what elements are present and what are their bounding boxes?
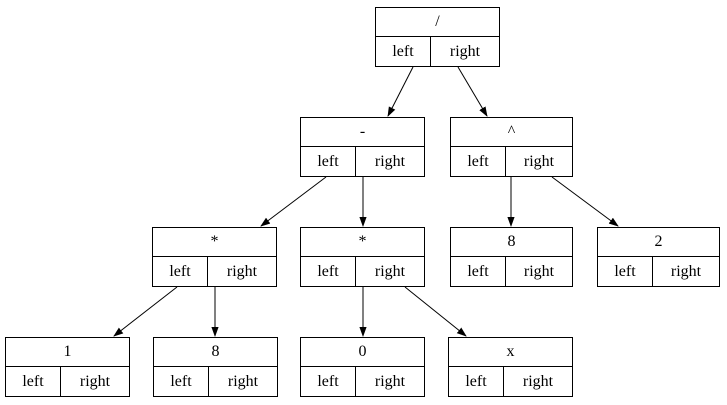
tree-node-divide: / left right [375, 7, 500, 67]
node-right-port-label: right [79, 372, 111, 390]
node-ports-row: left right [6, 367, 129, 396]
node-right-port-label: right [670, 262, 702, 280]
node-ports-row: left right [598, 257, 719, 286]
node-left-port-label: left [6, 367, 61, 396]
edge-divide-right-to-power [457, 66, 488, 117]
node-left-port-label: left [301, 367, 356, 396]
node-left-port-label: left [451, 257, 506, 286]
node-ports-row: left right [451, 257, 572, 286]
node-value-label: 0 [301, 338, 424, 367]
edge-times-2-right-to-var-x [404, 286, 467, 337]
edge-divide-left-to-minus [387, 66, 414, 117]
tree-node-times-2: * left right [300, 227, 425, 287]
node-left-port-label: left [598, 257, 653, 286]
node-left-port-label: left [376, 37, 431, 66]
node-value-label: ^ [451, 118, 572, 147]
node-ports-row: left right [449, 367, 572, 396]
node-ports-row: left right [154, 367, 277, 396]
node-ports-row: left right [301, 367, 424, 396]
node-left-port-label: left [301, 257, 356, 286]
node-right-port-label: right [227, 372, 259, 390]
tree-node-zero: 0 left right [300, 337, 425, 397]
node-left-port-label: left [449, 367, 504, 396]
tree-node-times-1: * left right [152, 227, 277, 287]
node-left-port-label: left [153, 257, 208, 286]
node-value-label: x [449, 338, 572, 367]
node-value-label: 1 [6, 338, 129, 367]
node-value-label: - [301, 118, 424, 147]
tree-node-eight-2: 8 left right [153, 337, 278, 397]
node-right-port-label: right [523, 152, 555, 170]
edge-times-1-left-to-one [113, 286, 178, 337]
node-ports-row: left right [301, 147, 424, 176]
node-value-label: * [153, 228, 276, 257]
node-value-label: 8 [451, 228, 572, 257]
edge-minus-left-to-times-1 [260, 176, 327, 227]
tree-node-eight-1: 8 left right [450, 227, 573, 287]
edge-power-right-to-two [551, 176, 619, 227]
node-left-port-label: left [451, 147, 506, 176]
node-ports-row: left right [451, 147, 572, 176]
node-right-port-label: right [226, 262, 258, 280]
tree-node-one: 1 left right [5, 337, 130, 397]
node-left-port-label: left [301, 147, 356, 176]
node-ports-row: left right [153, 257, 276, 286]
node-right-port-label: right [374, 372, 406, 390]
node-right-port-label: right [449, 42, 481, 60]
node-value-label: 2 [598, 228, 719, 257]
node-value-label: / [376, 8, 499, 37]
tree-node-minus: - left right [300, 117, 425, 177]
node-value-label: * [301, 228, 424, 257]
tree-node-var-x: x left right [448, 337, 573, 397]
node-value-label: 8 [154, 338, 277, 367]
node-ports-row: left right [376, 37, 499, 66]
node-ports-row: left right [301, 257, 424, 286]
tree-node-two: 2 left right [597, 227, 720, 287]
node-right-port-label: right [374, 262, 406, 280]
tree-node-power: ^ left right [450, 117, 573, 177]
node-right-port-label: right [523, 262, 555, 280]
node-right-port-label: right [374, 152, 406, 170]
node-left-port-label: left [154, 367, 209, 396]
node-right-port-label: right [522, 372, 554, 390]
